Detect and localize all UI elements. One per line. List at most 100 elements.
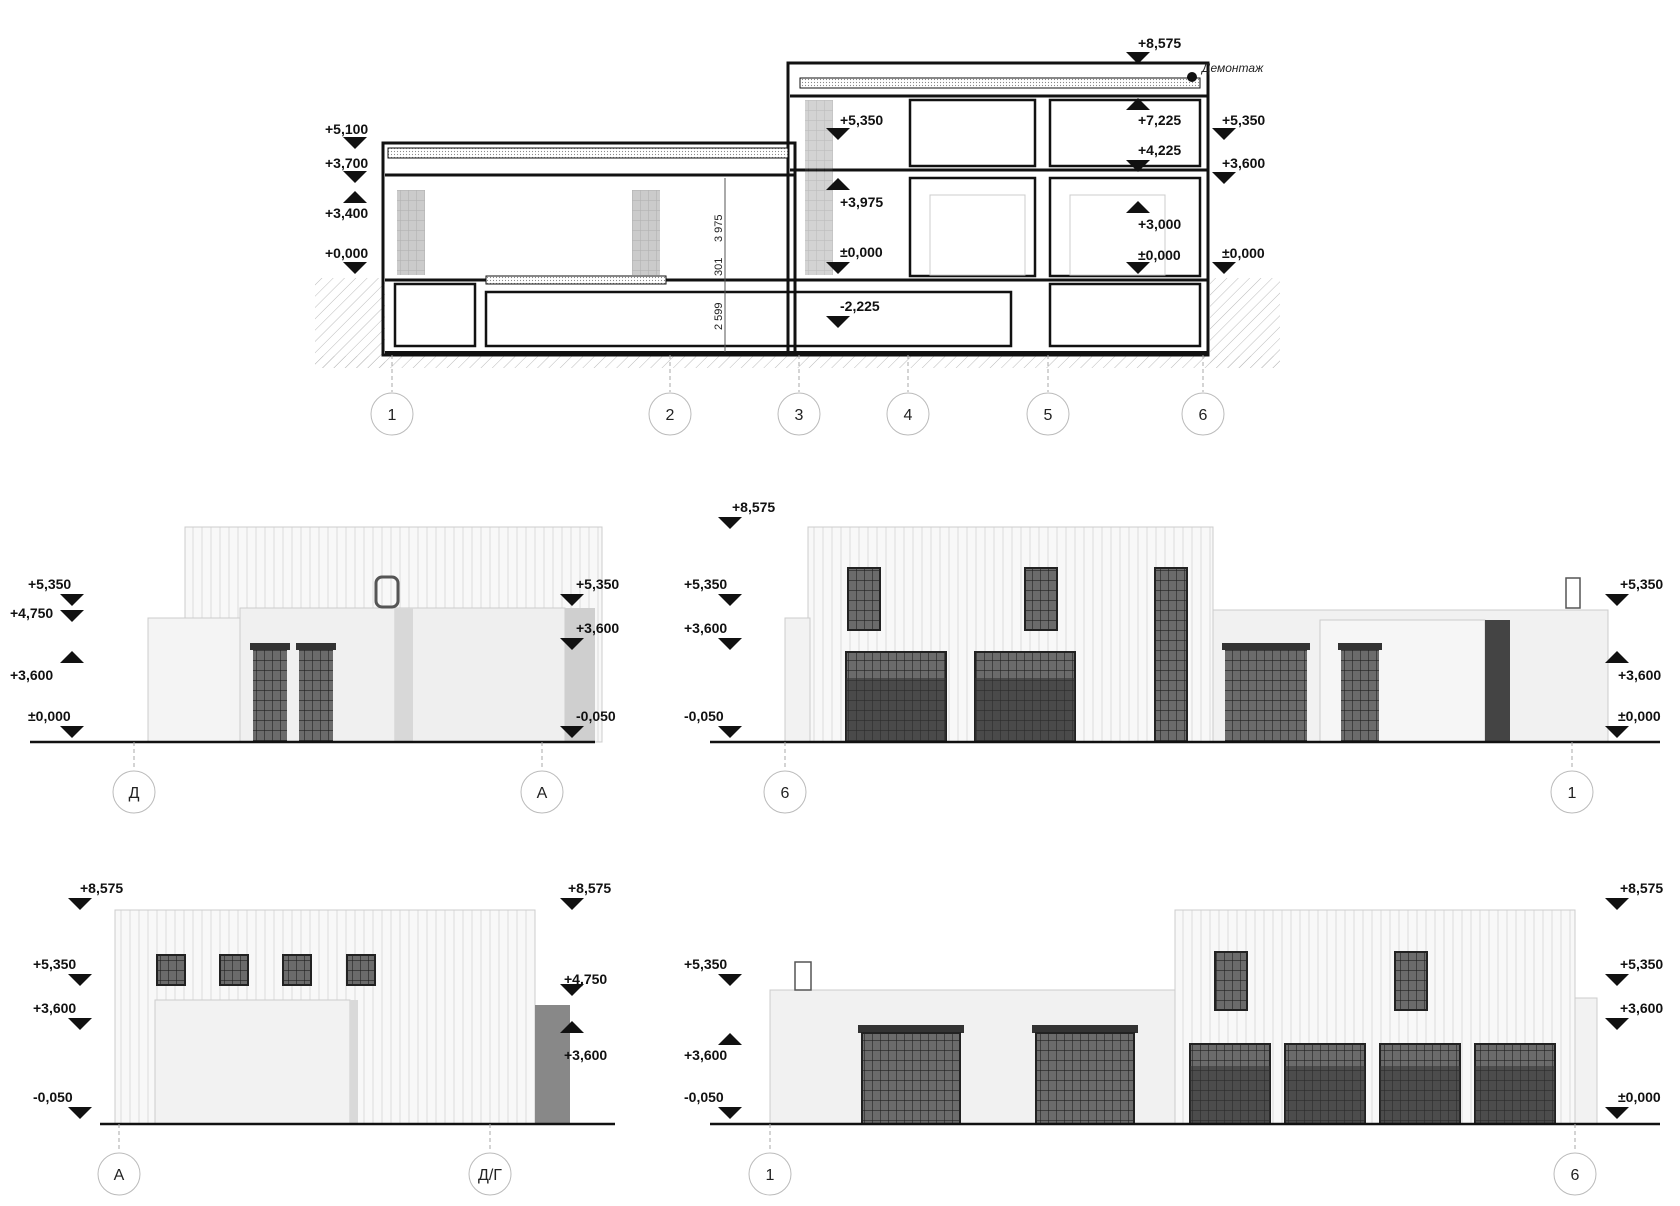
svg-text:+4,750: +4,750	[564, 971, 607, 987]
svg-text:+5,350: +5,350	[1620, 956, 1663, 972]
axis-6: 6	[1181, 355, 1225, 436]
level-mark: -0,050	[684, 1089, 742, 1119]
svg-text:-0,050: -0,050	[33, 1089, 73, 1105]
level-mark: +8,575	[1605, 880, 1663, 910]
level-mark: ±0,000	[28, 708, 84, 738]
level-mark: +5,350	[28, 576, 84, 606]
svg-text:±0,000: ±0,000	[1618, 708, 1661, 724]
level-mark: +8,575	[560, 880, 611, 910]
svg-text:+3,600: +3,600	[576, 620, 619, 636]
svg-text:+3,600: +3,600	[1618, 667, 1661, 683]
axis-2: 2	[648, 355, 692, 436]
svg-text:-0,050: -0,050	[684, 708, 724, 724]
svg-text:А: А	[537, 785, 548, 802]
svg-text:+3,600: +3,600	[684, 1047, 727, 1063]
svg-text:+8,575: +8,575	[80, 880, 123, 896]
dim-301: 301	[713, 258, 725, 276]
level-mark: -2,225	[826, 298, 880, 328]
svg-text:+3,600: +3,600	[684, 620, 727, 636]
svg-text:6: 6	[781, 785, 790, 802]
axis-4: 4	[886, 355, 930, 436]
axis-a: А	[97, 1124, 141, 1196]
level-mark: +8,575	[718, 499, 775, 529]
level-mark: +3,600	[33, 1000, 92, 1030]
svg-text:+8,575: +8,575	[568, 880, 611, 896]
level-mark: +5,350	[1605, 956, 1663, 986]
section-axes: 1 2 3 4 5 6	[370, 355, 1225, 436]
svg-text:±0,000: ±0,000	[28, 708, 71, 724]
level-mark: +5,350	[826, 112, 883, 140]
section-high-roof	[799, 77, 1201, 89]
level-mark: +0,000	[325, 245, 368, 274]
level-mark: +3,600	[684, 1033, 742, 1063]
elevation-bottom-left-axes: А Д/Г	[97, 1124, 512, 1196]
level-mark: +3,700	[325, 155, 368, 183]
level-mark: +3,600	[1212, 155, 1265, 184]
axis-label-3: 3	[795, 407, 804, 424]
axis-d: Д	[112, 742, 156, 814]
axis-1: 1	[748, 1124, 792, 1196]
level-mark: +5,350	[1605, 576, 1663, 606]
axis-label-1: 1	[388, 407, 397, 424]
axis-label-2: 2	[666, 407, 675, 424]
elevation-mid-left-levels: +5,350 +4,750 +3,600 ±0,000 +5,350 +3,60…	[10, 576, 619, 738]
axis-label-5: 5	[1044, 407, 1053, 424]
level-mark: +8,575	[1126, 35, 1181, 64]
level-mark: +3,600	[560, 620, 619, 650]
level-mark: +5,350	[560, 576, 619, 606]
elevation-bottom-right	[710, 909, 1660, 1126]
svg-text:+7,225: +7,225	[1138, 112, 1181, 128]
svg-text:+5,350: +5,350	[33, 956, 76, 972]
level-mark: +3,600	[10, 651, 84, 683]
ground-hatch-right	[1210, 278, 1280, 368]
level-mark: +3,600	[684, 620, 742, 650]
svg-text:+8,575: +8,575	[1620, 880, 1663, 896]
dim-3975: 3 975	[713, 214, 725, 242]
level-mark: -0,050	[684, 708, 742, 738]
ground-hatch-bottom	[315, 356, 1280, 368]
axis-label-6: 6	[1199, 407, 1208, 424]
axis-1: 1	[1550, 742, 1594, 814]
svg-text:+5,350: +5,350	[1620, 576, 1663, 592]
svg-text:+3,600: +3,600	[1620, 1000, 1663, 1016]
level-mark: +5,100	[325, 121, 368, 149]
axis-a: А	[520, 742, 564, 814]
svg-text:+5,350: +5,350	[840, 112, 883, 128]
svg-text:+5,350: +5,350	[576, 576, 619, 592]
svg-text:1: 1	[766, 1167, 775, 1184]
svg-text:1: 1	[1568, 785, 1577, 802]
demontazh-label: Демонтаж	[1200, 61, 1264, 75]
svg-text:-0,050: -0,050	[576, 708, 616, 724]
svg-text:-0,050: -0,050	[684, 1089, 724, 1105]
section-levels: +8,575 +7,225 +5,350 +4,225 +3,975 +3,00…	[325, 35, 1265, 328]
svg-text:+3,600: +3,600	[10, 667, 53, 683]
level-mark: +3,600	[1605, 651, 1661, 683]
level-mark: +4,750	[560, 971, 607, 996]
axis-label-4: 4	[904, 407, 913, 424]
level-mark: +3,000	[1126, 201, 1181, 232]
axis-1: 1	[370, 355, 414, 436]
axis-6: 6	[763, 742, 807, 814]
level-mark: +4,225	[1126, 142, 1181, 172]
svg-text:+0,000: +0,000	[325, 245, 368, 261]
elevation-mid-right-levels: +8,575 +5,350 +3,600 -0,050 +5,350 +3,60…	[684, 499, 1663, 738]
section-low-roof	[387, 147, 789, 159]
level-mark: +5,350	[1212, 112, 1265, 140]
svg-text:+8,575: +8,575	[732, 499, 775, 515]
level-mark: +4,750	[10, 605, 84, 622]
svg-text:+4,225: +4,225	[1138, 142, 1181, 158]
elevation-bottom-right-levels: +5,350 +3,600 -0,050 +8,575 +5,350 +3,60…	[684, 880, 1663, 1119]
level-mark: +7,225	[1126, 98, 1181, 128]
svg-text:+4,750: +4,750	[10, 605, 53, 621]
svg-text:+3,700: +3,700	[325, 155, 368, 171]
svg-text:6: 6	[1571, 1167, 1580, 1184]
elevation-mid-right-axes: 6 1	[763, 742, 1594, 814]
svg-text:+3,975: +3,975	[840, 194, 883, 210]
level-mark: +5,350	[684, 956, 742, 986]
demontazh-marker	[1187, 72, 1197, 82]
level-mark: -0,050	[33, 1089, 92, 1119]
level-mark: +3,600	[560, 1021, 607, 1063]
elevation-bottom-left-levels: +8,575 +5,350 +3,600 -0,050 +8,575 +4,75…	[33, 880, 611, 1119]
dim-2599: 2 599	[713, 302, 725, 330]
